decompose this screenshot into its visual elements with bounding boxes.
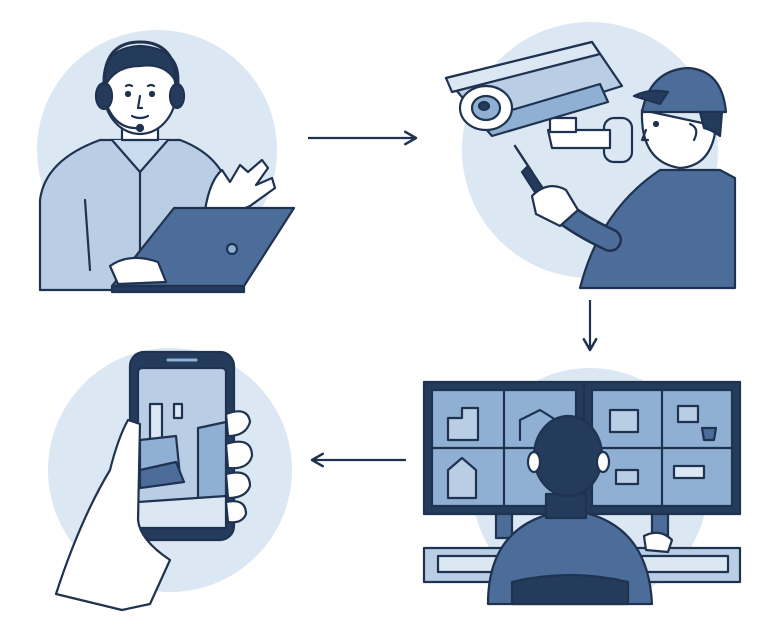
operator-at-multi-screen-cctv-desk-icon (422, 380, 742, 606)
step-consultation (37, 30, 296, 294)
hand-holding-smartphone-live-view-icon (54, 350, 254, 612)
step-monitoring (422, 368, 742, 606)
man-with-headset-at-laptop-icon (38, 40, 296, 294)
technician-mounting-security-camera-icon (444, 40, 737, 290)
step-mobile-viewing (48, 348, 292, 612)
step-installation (444, 22, 737, 290)
